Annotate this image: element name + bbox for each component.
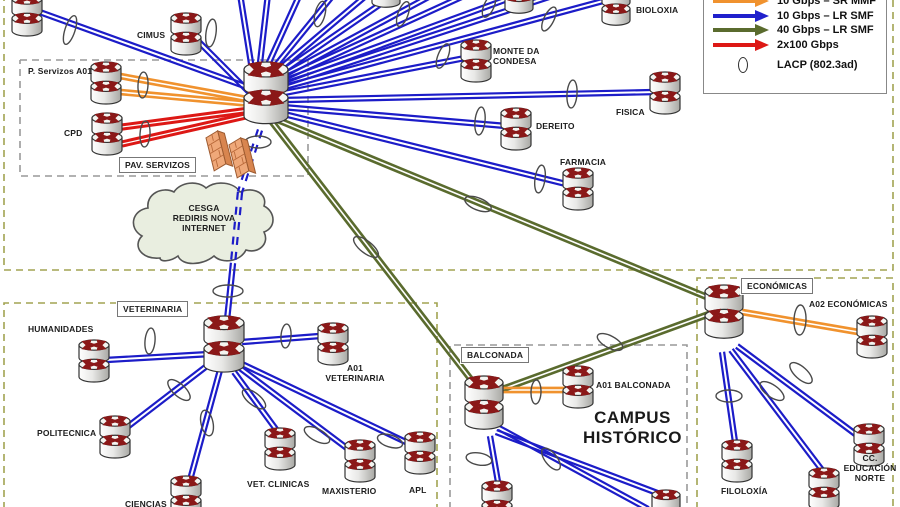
hub-balconada xyxy=(464,375,504,430)
lacp-ellipse xyxy=(566,79,578,109)
switch-fisica xyxy=(649,71,681,115)
lacp-ellipse xyxy=(313,0,327,28)
switch-dereito xyxy=(500,107,532,151)
lacp-ellipse xyxy=(541,6,557,32)
switch-p-servizos xyxy=(90,61,122,105)
legend-item: 40 Gbps – LR SMF xyxy=(712,23,878,38)
switch-top-left xyxy=(11,0,43,37)
lacp-ellipse xyxy=(759,380,785,402)
switch-humanidades xyxy=(78,339,110,383)
switch-apl xyxy=(404,431,436,475)
legend-item: 10 Gbps – SR MMF xyxy=(712,0,878,9)
campus-historico-region-border xyxy=(449,344,688,507)
switch-monte-da-condesa xyxy=(460,39,492,83)
lacp-ellipse xyxy=(715,389,743,403)
lacp-ellipse xyxy=(465,451,493,467)
lacp-ellipse xyxy=(62,14,78,46)
lacp-ellipse xyxy=(352,235,380,259)
legend-item-label: 2x100 Gbps xyxy=(777,38,839,51)
switch-ciencias xyxy=(170,475,202,507)
switch-cc-educacion xyxy=(853,423,885,467)
switch-a01-balconada xyxy=(562,365,594,409)
switch-historico-2 xyxy=(651,489,681,507)
legend-item: 2x100 Gbps xyxy=(712,38,878,53)
lacp-ellipse xyxy=(789,361,813,385)
legend-arrow-icon xyxy=(712,0,770,8)
lacp-ellipse xyxy=(793,304,807,336)
campus-sur-region-border xyxy=(3,0,894,271)
firewalls xyxy=(205,130,257,179)
links-layer xyxy=(32,0,860,507)
veterinaria-region-border xyxy=(3,302,438,507)
switch-economicas-sur xyxy=(808,467,840,507)
legend-item-label: 40 Gbps – LR SMF xyxy=(777,24,874,37)
lacp-ellipse xyxy=(530,379,542,405)
lacp-ellipse xyxy=(395,0,411,28)
switch-farmacia xyxy=(562,167,594,211)
lacp-ellipse-icon xyxy=(738,57,748,74)
switch-maxisterio xyxy=(344,439,376,483)
switch-top-a xyxy=(371,0,401,8)
switch-filoloxia xyxy=(721,439,753,483)
lacp-ellipse xyxy=(481,0,497,18)
legend-item: LACP (802.3ad) xyxy=(712,57,878,74)
legend-item-label: LACP (802.3ad) xyxy=(777,59,858,72)
hub-pav-servizos xyxy=(243,61,289,125)
lacp-ellipse xyxy=(376,433,404,449)
cloud-shape xyxy=(132,182,274,265)
lacp-ellipse xyxy=(474,106,486,136)
legend-arrow-icon xyxy=(712,9,770,22)
lacp-ellipse xyxy=(144,327,156,355)
lacp-ellipse xyxy=(212,284,244,298)
switch-a01-veterinaria xyxy=(317,322,349,366)
switch-a02-economicas xyxy=(856,315,888,359)
lacp-ellipse xyxy=(167,378,191,402)
firewall-icon xyxy=(228,137,257,179)
lacp-ellipse xyxy=(464,195,492,213)
lacp-ellipse xyxy=(139,120,151,148)
nodes-layer xyxy=(11,0,888,507)
pav-servizos-region-border xyxy=(19,59,309,177)
lacp-ellipse xyxy=(241,388,267,410)
firewall-icon xyxy=(205,130,234,172)
lacp-ellipse xyxy=(303,425,331,445)
lacp-ellipse xyxy=(596,332,624,352)
legend-item: 10 Gbps – LR SMF xyxy=(712,9,878,24)
legend-item-label: 10 Gbps – LR SMF xyxy=(777,9,874,22)
hub-economicas xyxy=(704,284,744,339)
switch-historico-1 xyxy=(481,480,513,507)
switch-vet-clinicas xyxy=(264,427,296,471)
switch-politecnica xyxy=(99,415,131,459)
lacp-ellipse xyxy=(533,164,547,194)
switch-cpd xyxy=(91,112,123,156)
hub-veterinaria xyxy=(203,315,245,373)
lacp-ellipse xyxy=(137,71,149,99)
lacp-ellipse xyxy=(541,447,561,471)
switch-top-b xyxy=(504,0,534,14)
legend-item-label: 10 Gbps – SR MMF xyxy=(777,0,877,8)
internet-cloud xyxy=(132,182,274,265)
switch-bioloxia xyxy=(601,0,631,26)
region-borders xyxy=(3,0,894,507)
legend-arrow-icon xyxy=(712,38,770,51)
lacp-ellipse xyxy=(199,409,215,437)
lacp-ellipse-icon xyxy=(712,57,770,74)
legend-arrow-icon xyxy=(712,24,770,37)
switch-cimus xyxy=(170,12,202,56)
lacp-ellipse xyxy=(204,18,218,48)
lacp-ellipse xyxy=(435,43,451,69)
lacp-ellipse xyxy=(280,323,292,349)
